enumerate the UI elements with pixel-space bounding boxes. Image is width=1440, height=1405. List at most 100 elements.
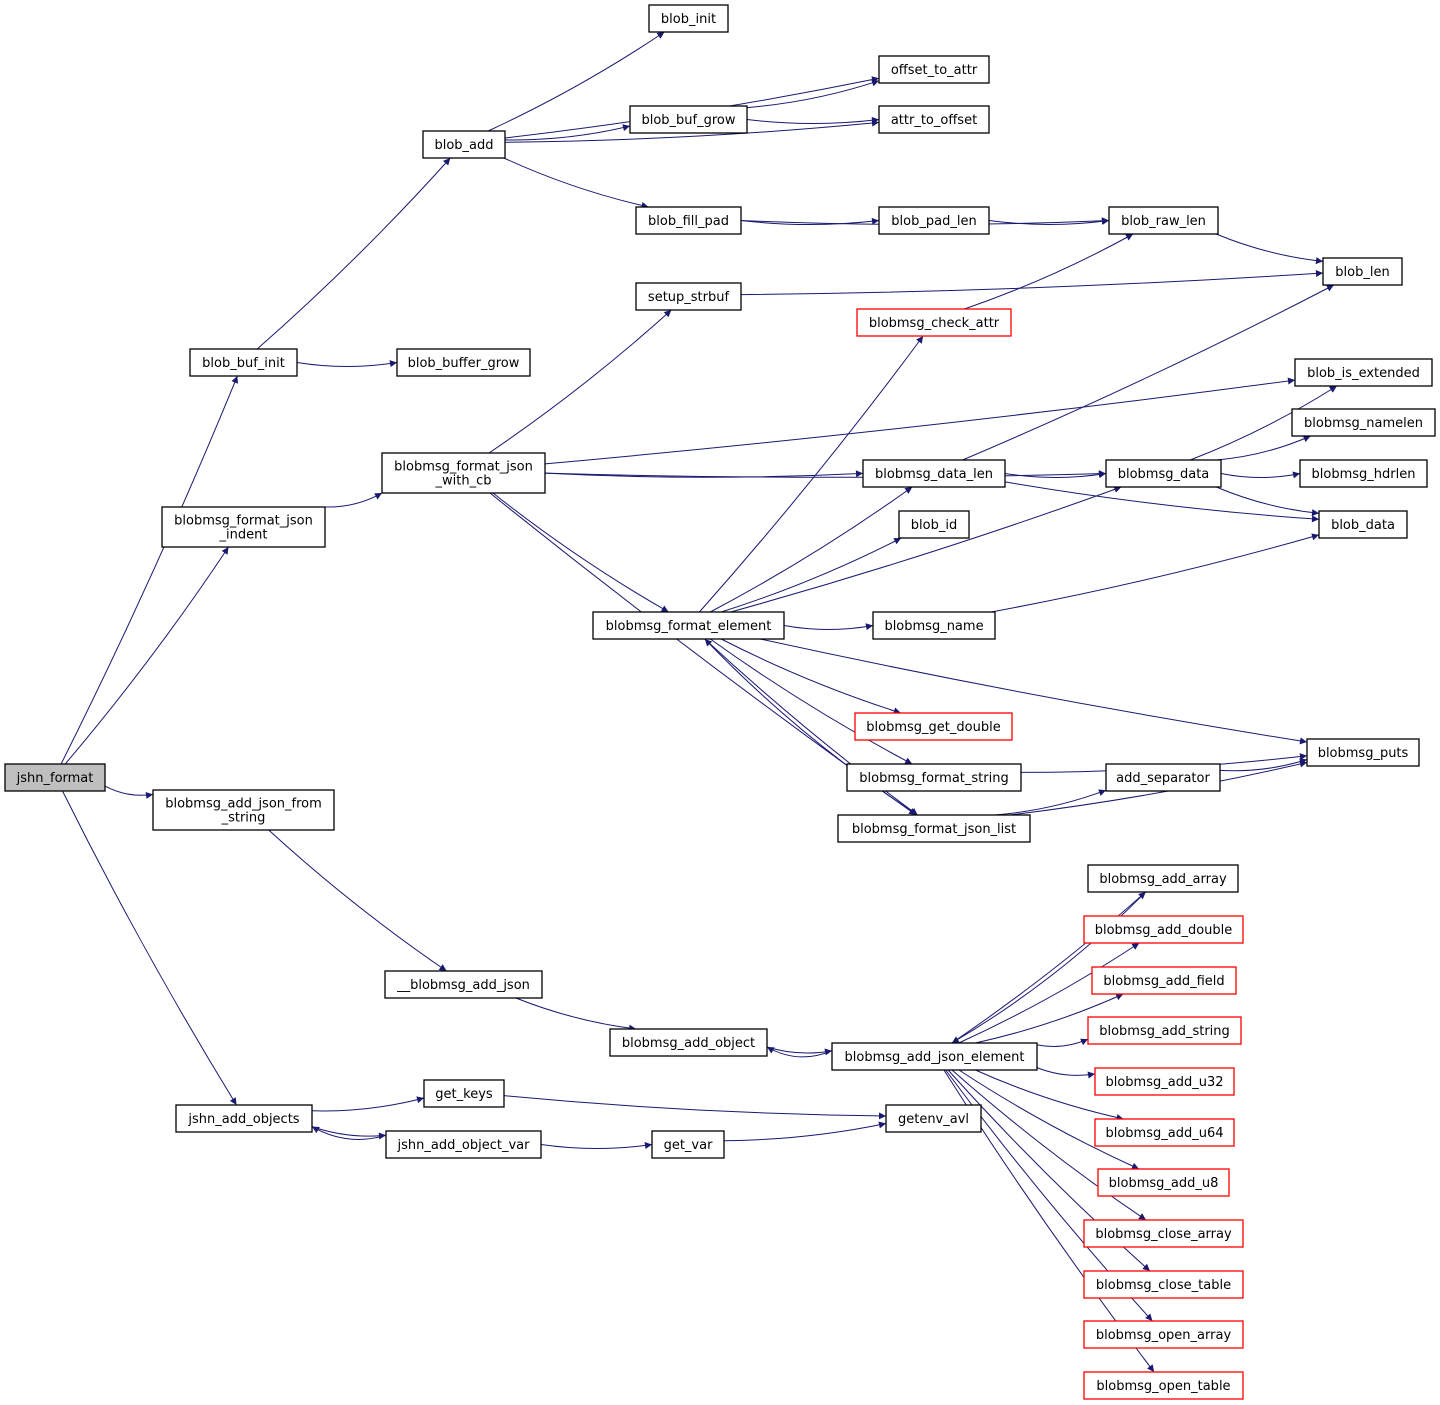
- node-blobmsg_hdrlen[interactable]: blobmsg_hdrlen: [1299, 459, 1428, 488]
- node-box[interactable]: [1294, 358, 1433, 387]
- node-blob_buf_init[interactable]: blob_buf_init: [189, 348, 298, 377]
- node-box[interactable]: [152, 789, 335, 831]
- node-box[interactable]: [1322, 257, 1403, 286]
- node-blob_fill_pad[interactable]: blob_fill_pad: [635, 206, 742, 235]
- node-blobmsg_add_array[interactable]: blobmsg_add_array: [1087, 864, 1239, 893]
- node-box[interactable]: [422, 130, 506, 159]
- node-box[interactable]: [1083, 1320, 1244, 1349]
- node-box[interactable]: [1299, 459, 1428, 488]
- node-blobmsg_add_json_from_string[interactable]: blobmsg_add_json_from_string: [152, 789, 335, 831]
- node-jshn_add_object_var[interactable]: jshn_add_object_var: [385, 1130, 542, 1159]
- node-box[interactable]: [898, 510, 970, 539]
- node-box[interactable]: [648, 4, 729, 33]
- node-box[interactable]: [1087, 864, 1239, 893]
- node-jshn_format[interactable]: jshn_format: [4, 763, 106, 792]
- node-box[interactable]: [1105, 763, 1221, 792]
- node-box[interactable]: [1108, 206, 1219, 235]
- node-box[interactable]: [837, 814, 1031, 843]
- node-__blobmsg_add_json[interactable]: __blobmsg_add_json: [384, 970, 543, 999]
- node-box[interactable]: [878, 55, 990, 84]
- node-box[interactable]: [1083, 1270, 1244, 1299]
- node-blobmsg_add_object[interactable]: blobmsg_add_object: [609, 1028, 768, 1057]
- node-blobmsg_data_len[interactable]: blobmsg_data_len: [862, 459, 1006, 488]
- node-box[interactable]: [1087, 1016, 1242, 1045]
- node-box[interactable]: [1291, 408, 1436, 437]
- node-box[interactable]: [854, 712, 1013, 741]
- node-blobmsg_name[interactable]: blobmsg_name: [872, 611, 996, 640]
- node-box[interactable]: [592, 611, 785, 640]
- node-blobmsg_format_element[interactable]: blobmsg_format_element: [592, 611, 785, 640]
- node-box[interactable]: [1094, 1118, 1235, 1147]
- node-box[interactable]: [872, 611, 996, 640]
- node-blobmsg_open_array[interactable]: blobmsg_open_array: [1083, 1320, 1244, 1349]
- node-blob_data[interactable]: blob_data: [1318, 510, 1408, 539]
- node-blob_add[interactable]: blob_add: [422, 130, 506, 159]
- node-box[interactable]: [423, 1079, 505, 1108]
- node-blob_buffer_grow[interactable]: blob_buffer_grow: [396, 348, 531, 377]
- node-jshn_add_objects[interactable]: jshn_add_objects: [175, 1104, 313, 1133]
- node-box[interactable]: [161, 506, 326, 548]
- node-box[interactable]: [381, 452, 546, 494]
- node-blobmsg_add_json_element[interactable]: blobmsg_add_json_element: [831, 1042, 1038, 1071]
- node-blob_pad_len[interactable]: blob_pad_len: [878, 206, 990, 235]
- node-box[interactable]: [4, 763, 106, 792]
- node-blobmsg_close_array[interactable]: blobmsg_close_array: [1083, 1219, 1244, 1248]
- node-blobmsg_check_attr[interactable]: blobmsg_check_attr: [856, 308, 1012, 337]
- node-blobmsg_namelen[interactable]: blobmsg_namelen: [1291, 408, 1436, 437]
- node-get_var[interactable]: get_var: [651, 1130, 725, 1159]
- node-blob_len[interactable]: blob_len: [1322, 257, 1403, 286]
- node-setup_strbuf[interactable]: setup_strbuf: [635, 282, 742, 311]
- node-box[interactable]: [175, 1104, 313, 1133]
- node-blob_raw_len[interactable]: blob_raw_len: [1108, 206, 1219, 235]
- node-blobmsg_puts[interactable]: blobmsg_puts: [1306, 738, 1420, 767]
- node-box[interactable]: [635, 206, 742, 235]
- node-blobmsg_format_string[interactable]: blobmsg_format_string: [846, 763, 1022, 792]
- node-blob_id[interactable]: blob_id: [898, 510, 970, 539]
- node-box[interactable]: [1083, 915, 1244, 944]
- node-box[interactable]: [385, 1130, 542, 1159]
- node-get_keys[interactable]: get_keys: [423, 1079, 505, 1108]
- node-blobmsg_data[interactable]: blobmsg_data: [1105, 459, 1222, 488]
- node-box[interactable]: [1091, 966, 1237, 995]
- node-box[interactable]: [629, 105, 748, 134]
- node-blobmsg_format_json_with_cb[interactable]: blobmsg_format_json_with_cb: [381, 452, 546, 494]
- node-getenv_avl[interactable]: getenv_avl: [885, 1104, 982, 1133]
- node-blobmsg_add_double[interactable]: blobmsg_add_double: [1083, 915, 1244, 944]
- node-blob_init[interactable]: blob_init: [648, 4, 729, 33]
- node-box[interactable]: [1105, 459, 1222, 488]
- node-blobmsg_add_string[interactable]: blobmsg_add_string: [1087, 1016, 1242, 1045]
- node-blob_is_extended[interactable]: blob_is_extended: [1294, 358, 1433, 387]
- node-box[interactable]: [1083, 1219, 1244, 1248]
- node-blobmsg_close_table[interactable]: blobmsg_close_table: [1083, 1270, 1244, 1299]
- node-box[interactable]: [1094, 1067, 1235, 1096]
- node-box[interactable]: [651, 1130, 725, 1159]
- node-attr_to_offset[interactable]: attr_to_offset: [878, 105, 990, 134]
- node-box[interactable]: [384, 970, 543, 999]
- node-blobmsg_add_field[interactable]: blobmsg_add_field: [1091, 966, 1237, 995]
- node-box[interactable]: [878, 206, 990, 235]
- node-box[interactable]: [1318, 510, 1408, 539]
- node-box[interactable]: [1306, 738, 1420, 767]
- node-blobmsg_add_u8[interactable]: blobmsg_add_u8: [1097, 1168, 1230, 1197]
- node-add_separator[interactable]: add_separator: [1105, 763, 1221, 792]
- node-blobmsg_format_json_list[interactable]: blobmsg_format_json_list: [837, 814, 1031, 843]
- node-box[interactable]: [878, 105, 990, 134]
- node-blobmsg_format_json_indent[interactable]: blobmsg_format_json_indent: [161, 506, 326, 548]
- node-box[interactable]: [856, 308, 1012, 337]
- node-blobmsg_get_double[interactable]: blobmsg_get_double: [854, 712, 1013, 741]
- node-box[interactable]: [396, 348, 531, 377]
- node-blobmsg_add_u32[interactable]: blobmsg_add_u32: [1094, 1067, 1235, 1096]
- node-box[interactable]: [885, 1104, 982, 1133]
- node-box[interactable]: [1083, 1371, 1244, 1400]
- node-blobmsg_add_u64[interactable]: blobmsg_add_u64: [1094, 1118, 1235, 1147]
- node-box[interactable]: [831, 1042, 1038, 1071]
- node-offset_to_attr[interactable]: offset_to_attr: [878, 55, 990, 84]
- node-box[interactable]: [189, 348, 298, 377]
- node-box[interactable]: [862, 459, 1006, 488]
- node-box[interactable]: [609, 1028, 768, 1057]
- node-box[interactable]: [635, 282, 742, 311]
- node-blob_buf_grow[interactable]: blob_buf_grow: [629, 105, 748, 134]
- node-box[interactable]: [1097, 1168, 1230, 1197]
- node-box[interactable]: [846, 763, 1022, 792]
- node-blobmsg_open_table[interactable]: blobmsg_open_table: [1083, 1371, 1244, 1400]
